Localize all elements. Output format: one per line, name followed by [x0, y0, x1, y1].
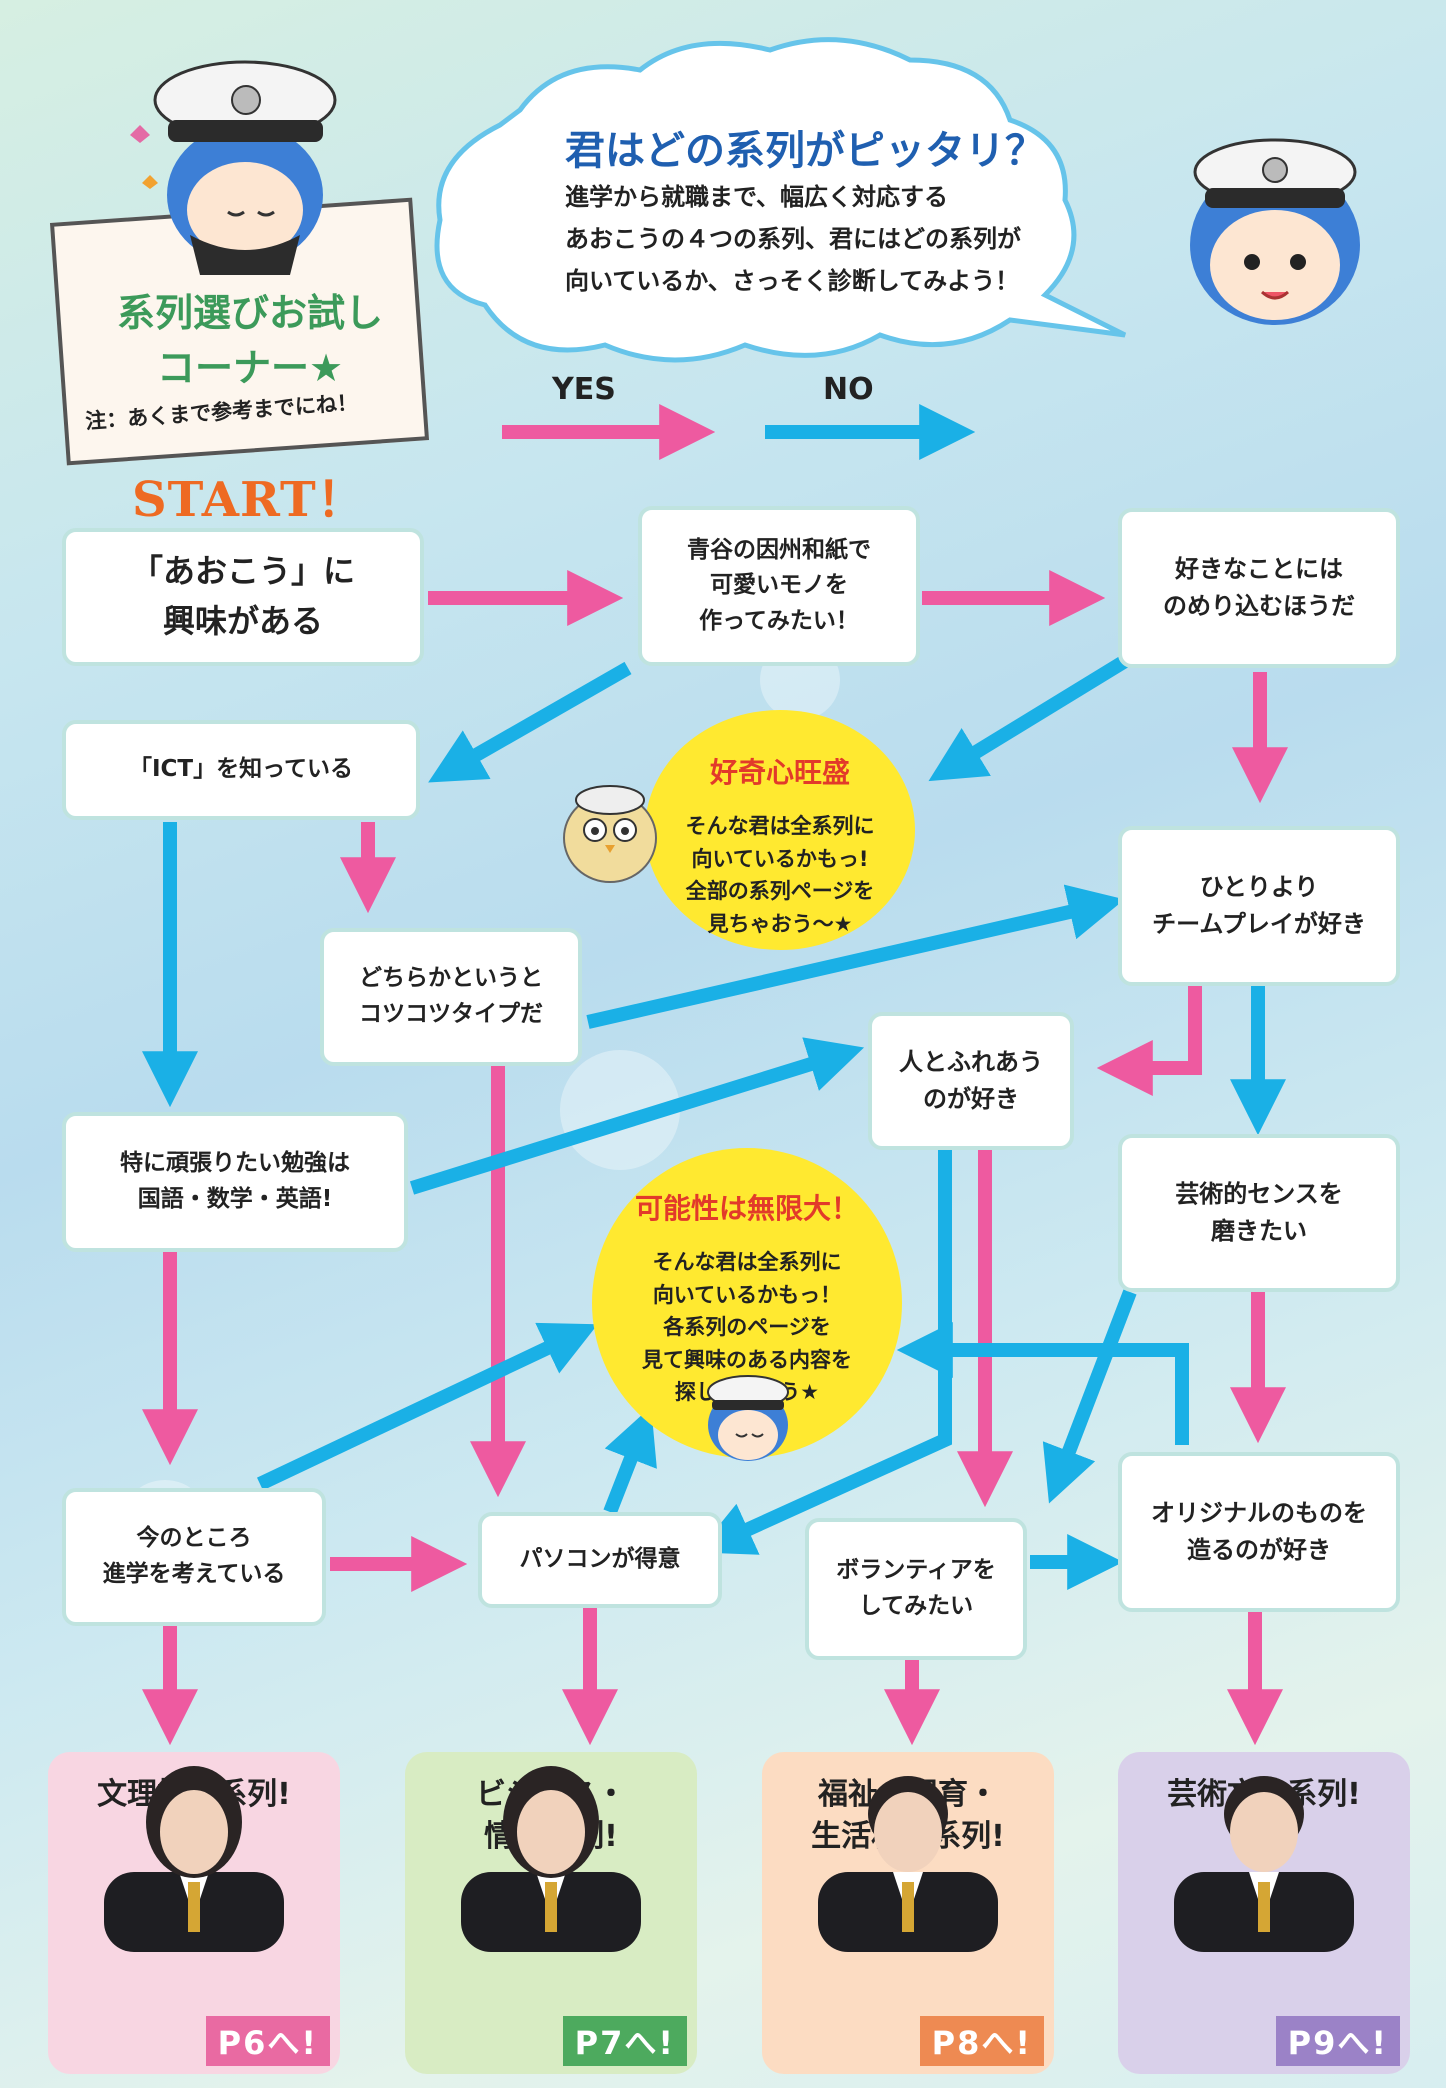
circle-mugen: 可能性は無限大！ そんな君は全系列に 向いているかもっ！ 各系列のページを 見て…: [592, 1148, 902, 1458]
circle-mugen-head: 可能性は無限大！: [634, 1192, 859, 1225]
student-photo: [1174, 1776, 1354, 1952]
result-business-page[interactable]: P7へ!: [562, 2016, 687, 2066]
student-photo: [818, 1776, 998, 1952]
node-ict: 「ICT」を知っている: [62, 720, 420, 820]
node-kotsukotsu: どちらかというと コツコツタイプだ: [320, 928, 582, 1066]
node-original: オリジナルのものを 造るのが好き: [1118, 1452, 1400, 1612]
legend-no-label: NO: [823, 372, 874, 407]
result-geijutsu-page[interactable]: P9へ!: [1275, 2016, 1400, 2066]
intro-title: 君はどの系列がピッタリ？: [565, 128, 1045, 174]
node-geijutsu: 芸術的センスを 磨きたい: [1118, 1134, 1400, 1292]
node-benkyou: 特に頑張りたい勉強は 国語・数学・英語!: [62, 1112, 408, 1252]
result-business[interactable]: ビジネス・ 情報系列! P7へ!: [405, 1752, 697, 2074]
node-shingaku: 今のところ 進学を考えている: [62, 1488, 326, 1626]
node-volunteer: ボランティアを してみたい: [805, 1518, 1027, 1660]
result-bunri-page[interactable]: P6へ!: [205, 2016, 330, 2066]
result-fukushi-page[interactable]: P8へ!: [919, 2016, 1044, 2066]
start-label: START！: [132, 472, 366, 528]
circle-kouki-head: 好奇心旺盛: [709, 756, 850, 789]
legend-yes-label: YES: [552, 372, 616, 407]
result-geijutsu[interactable]: 芸術文化系列! P9へ!: [1118, 1752, 1410, 2074]
node-aokou: 「あおこう」に 興味がある: [62, 528, 424, 666]
result-fukushi[interactable]: 福祉・保育・ 生活科学系列! P8へ!: [762, 1752, 1054, 2074]
circle-mugen-body: そんな君は全系列に 向いているかもっ！ 各系列のページを 見て興味のある内容を …: [642, 1250, 852, 1405]
node-pasokon: パソコンが得意: [478, 1512, 722, 1608]
intro-text: 進学から就職まで、幅広く対応する あおこうの４つの系列、君にはどの系列が 向いて…: [565, 183, 1021, 295]
corner-title: 系列選びお試し コーナー★: [116, 291, 383, 391]
circle-kouki: 好奇心旺盛 そんな君は全系列に 向いているかもっ! 全部の系列ページを 見ちゃお…: [645, 710, 915, 950]
node-washi: 青谷の因州和紙で 可愛いモノを 作ってみたい！: [638, 506, 920, 666]
student-photo: [104, 1766, 284, 1952]
node-team: ひとりより チームプレイが好き: [1118, 826, 1400, 986]
circle-kouki-body: そんな君は全系列に 向いているかもっ! 全部の系列ページを 見ちゃおう～★: [685, 814, 875, 936]
node-nomeri: 好きなことには のめり込むほうだ: [1118, 508, 1400, 668]
node-fureau: 人とふれあう のが好き: [868, 1012, 1074, 1150]
result-bunri[interactable]: 文理探究系列! P6へ!: [48, 1752, 340, 2074]
student-photo: [461, 1766, 641, 1952]
